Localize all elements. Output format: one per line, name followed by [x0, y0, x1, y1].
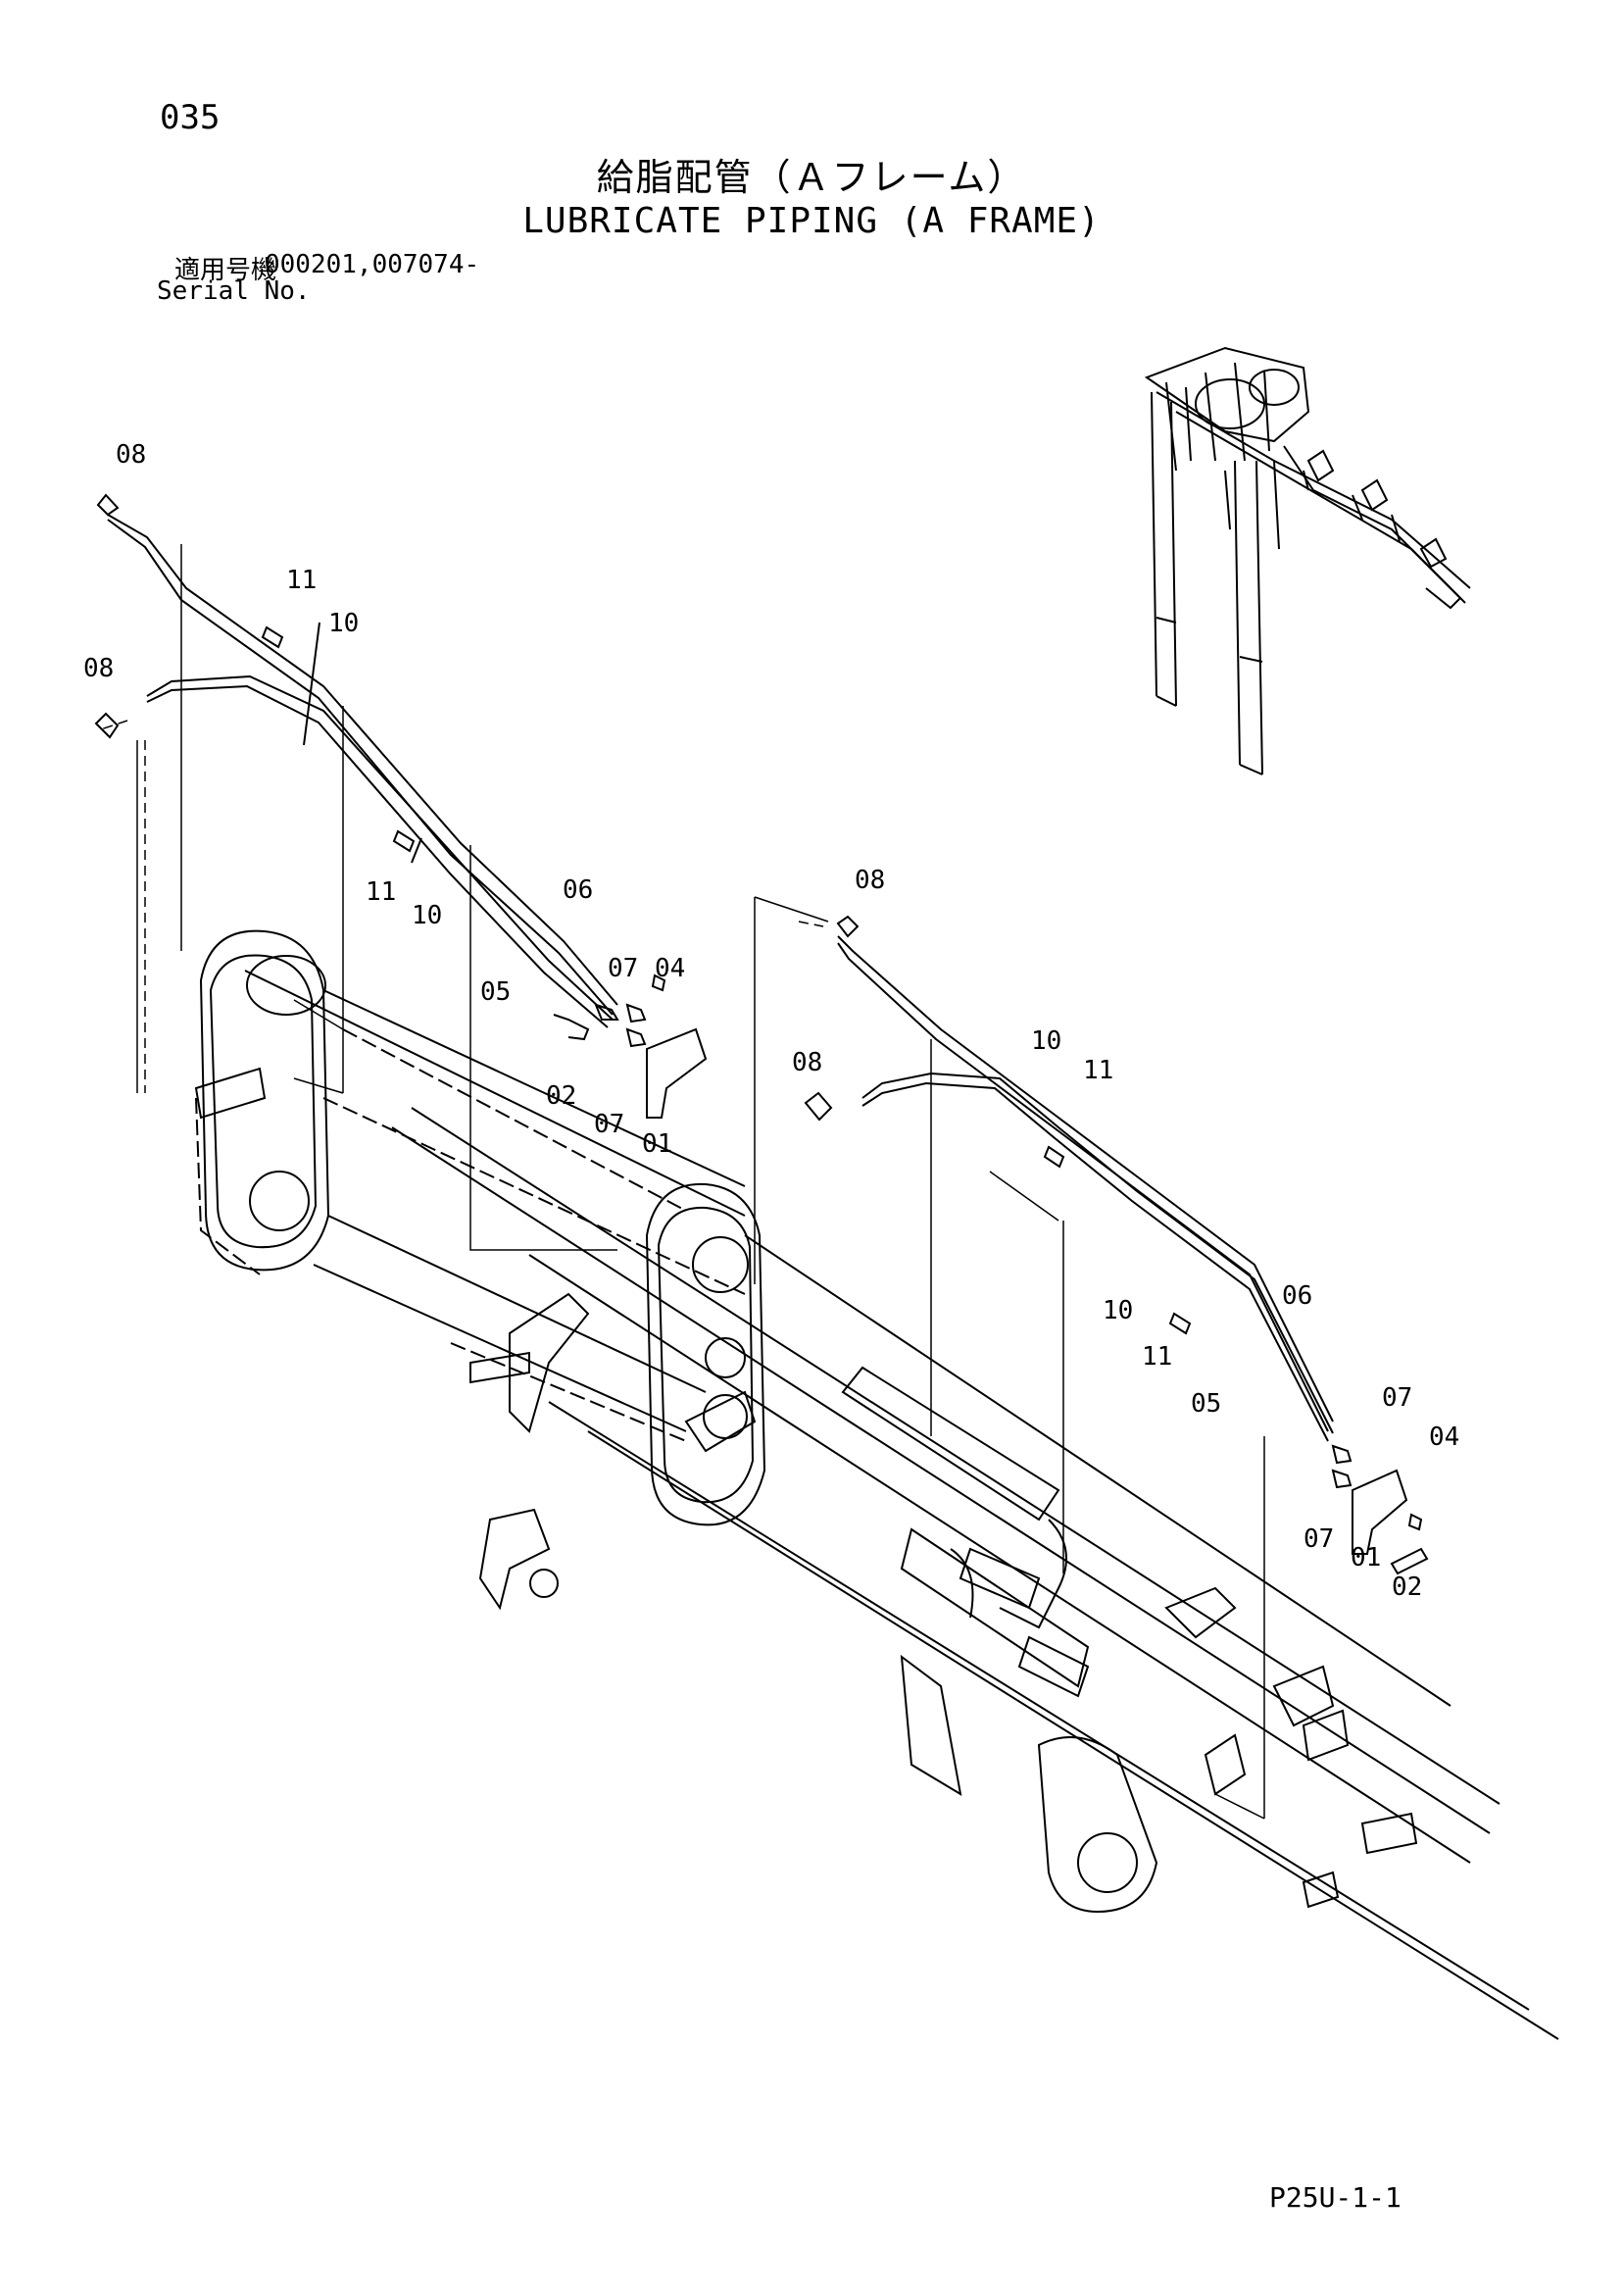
a-frame-structure: [194, 929, 1559, 2040]
right-piping: [804, 915, 1429, 1575]
callout-10: 10: [1103, 1296, 1133, 1325]
guide-lines-dashed: [97, 720, 824, 1093]
callout-06: 06: [563, 875, 593, 905]
callout-labels: 08 11 10 08 11 10 06 05 07 04 02 07 01 0…: [83, 440, 1459, 1602]
phantom-structure: [195, 1028, 746, 1442]
callout-10: 10: [1031, 1026, 1061, 1056]
callout-07: 07: [608, 954, 638, 983]
serial-label-japanese: 適用号機: [174, 256, 277, 285]
callout-07: 07: [594, 1110, 624, 1139]
callout-11: 11: [286, 566, 317, 595]
callout-05: 05: [1191, 1389, 1221, 1419]
callout-01: 01: [642, 1129, 672, 1159]
page-number: 035: [160, 98, 221, 137]
overview-inset: [1144, 346, 1471, 775]
callout-07: 07: [1382, 1383, 1412, 1413]
callout-01: 01: [1351, 1543, 1381, 1572]
callout-10: 10: [328, 609, 359, 638]
guide-lines: [136, 544, 1265, 1820]
callout-11: 11: [1142, 1342, 1172, 1372]
callout-08: 08: [83, 654, 114, 683]
title-english: LUBRICATE PIPING (A FRAME): [522, 201, 1101, 241]
callout-07: 07: [1303, 1524, 1334, 1554]
callout-08: 08: [792, 1048, 822, 1077]
callout-08: 08: [855, 866, 885, 895]
callout-06: 06: [1282, 1281, 1312, 1311]
callout-05: 05: [480, 977, 511, 1007]
serial-numbers: 000201,007074-: [265, 250, 480, 279]
callout-08: 08: [116, 440, 146, 470]
callout-11: 11: [1083, 1056, 1113, 1085]
callout-04: 04: [1429, 1423, 1459, 1452]
title-japanese: 給脂配管（Ａフレーム）: [596, 156, 1027, 199]
callout-10: 10: [412, 901, 442, 930]
page-code: P25U-1-1: [1269, 2181, 1402, 2214]
callout-11: 11: [366, 877, 396, 907]
callout-04: 04: [655, 954, 685, 983]
callout-02: 02: [546, 1081, 576, 1111]
serial-label-english: Serial No.: [157, 276, 311, 306]
callout-02: 02: [1392, 1572, 1422, 1602]
left-piping: [94, 493, 708, 1119]
